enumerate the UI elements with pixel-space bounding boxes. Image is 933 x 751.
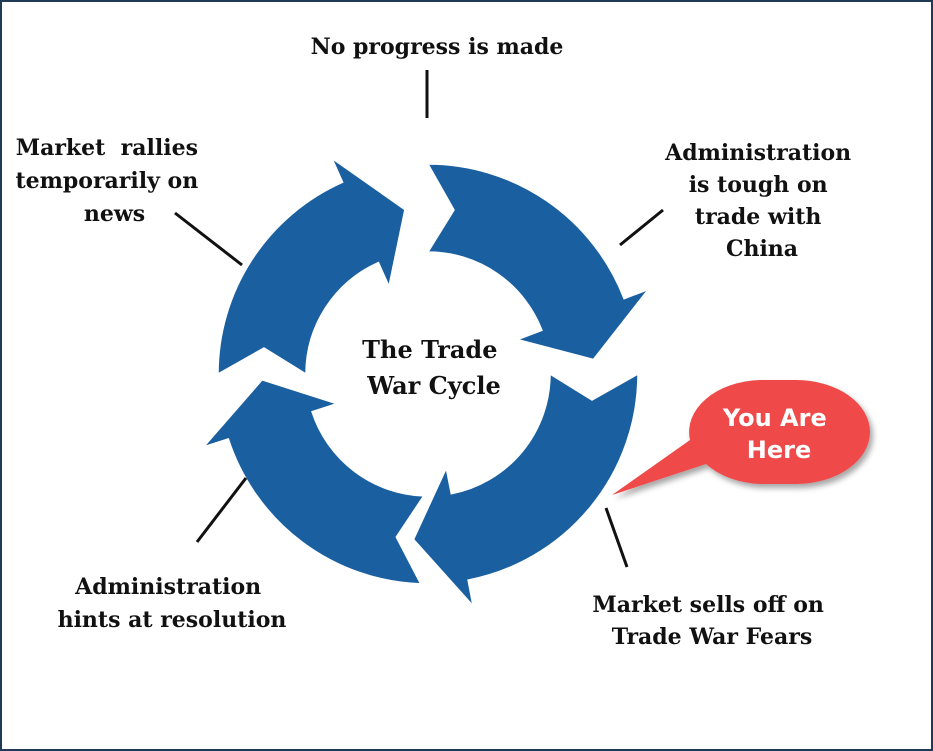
connector-bottom-left bbox=[195, 477, 248, 543]
stage-label-bottom-left: Administration hints at resolution bbox=[58, 574, 287, 633]
you-are-here-callout bbox=[612, 380, 870, 495]
cycle-arrow-left bbox=[201, 378, 426, 585]
center-title: The Trade War Cycle bbox=[362, 335, 506, 400]
connector-top-left bbox=[174, 211, 243, 267]
callout-text: You Are Here bbox=[722, 404, 835, 464]
cycle-arrow-top-left bbox=[217, 156, 406, 376]
cycle-arrow-top-right bbox=[426, 163, 651, 361]
cycle-ring bbox=[201, 156, 651, 609]
connector-bottom-right bbox=[604, 507, 629, 568]
stage-label-top-left: Market rallies temporarily on news bbox=[0, 0, 237, 227]
stage-label-bottom-right: Market sells off on Trade War Fears bbox=[592, 592, 831, 650]
connector-top-right bbox=[619, 208, 664, 247]
stage-label-top-right: Administration is tough on trade with Ch… bbox=[664, 140, 859, 262]
cycle-arrow-bottom bbox=[412, 372, 639, 609]
stage-label-top: No progress is made bbox=[311, 34, 564, 60]
